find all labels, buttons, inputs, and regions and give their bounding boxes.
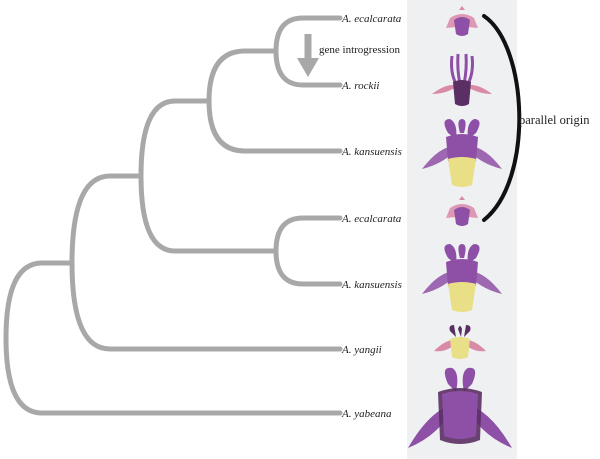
large-purple-flower-icon <box>408 367 512 448</box>
purple-yellow-flower-icon <box>422 119 502 187</box>
purple-spurred-flower-icon <box>432 53 492 106</box>
taxon-label: A. kansuensis <box>341 279 402 291</box>
taxon-label: A. yabeana <box>341 408 392 420</box>
flower-images <box>408 6 512 448</box>
taxon-labels: A. ecalcarata A. rockii A. kansuensis A.… <box>341 13 402 420</box>
branch-ecalcarata-kansuensis <box>273 215 343 287</box>
taxon-label: A. rockii <box>341 80 379 92</box>
taxon-label: A. kansuensis <box>341 146 402 158</box>
yellow-red-flower-icon <box>434 325 486 359</box>
parallel-origin-bracket <box>482 14 522 222</box>
taxon-label: A. ecalcarata <box>341 213 402 225</box>
introgression-arrow <box>297 34 319 77</box>
branch-yangii <box>69 173 343 352</box>
tree-branches <box>3 15 343 416</box>
arrow-head-icon <box>297 58 319 77</box>
taxon-label: A. yangii <box>341 344 382 356</box>
flower-panel <box>407 0 517 459</box>
taxon-label: A. ecalcarata <box>341 13 402 25</box>
purple-yellow-flower-icon <box>422 244 502 312</box>
branch-yabeana <box>3 260 343 416</box>
bracket-label: parallel origin <box>519 113 590 127</box>
branch-two-clades <box>138 98 279 254</box>
branch-clade-kansuensis <box>206 48 343 154</box>
arrow-label: gene introgression <box>319 44 400 56</box>
small-pink-flower-icon <box>446 196 478 226</box>
small-pink-flower-icon <box>446 6 478 36</box>
